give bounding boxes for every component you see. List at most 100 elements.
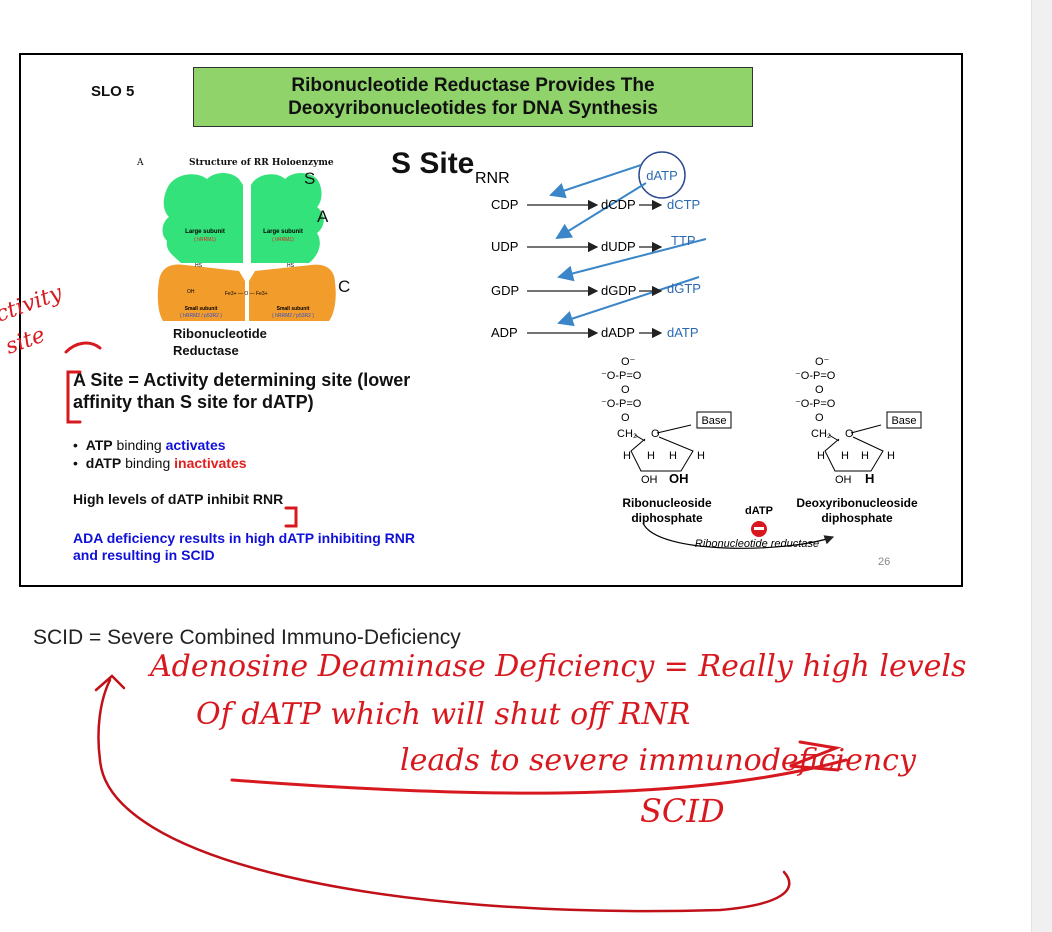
svg-text:OH: OH bbox=[641, 474, 658, 486]
svg-text:OH: OH bbox=[835, 474, 852, 486]
small-subunit-label-left: Small subunit bbox=[185, 306, 218, 312]
ribo-label-2: diphosphate bbox=[631, 511, 703, 525]
deoxy-dgdp: dGDP bbox=[601, 283, 636, 298]
svg-text:O: O bbox=[845, 428, 854, 440]
enzyme-label: Ribonucleotide reductase bbox=[695, 538, 819, 550]
svg-text:H: H bbox=[841, 450, 849, 462]
bullet-datp-bold: dATP bbox=[85, 455, 122, 471]
svg-text:⁻O-P=O: ⁻O-P=O bbox=[795, 398, 836, 410]
ink-annotations: ctivity site Adenosine Deaminase Deficie… bbox=[0, 280, 966, 913]
bullet-atp-text: binding bbox=[112, 437, 166, 453]
pathway-row-2: GDP dGDP dGTP bbox=[491, 281, 701, 298]
regulation-arrow-gdp bbox=[557, 238, 707, 282]
substrate-udp: UDP bbox=[491, 239, 518, 254]
deoxy-dcdp: dCDP bbox=[601, 197, 636, 212]
deoxy-label-1: Deoxyribonucleoside bbox=[796, 496, 918, 510]
bullet-datp-effect: inactivates bbox=[174, 455, 247, 471]
ada-deficiency-statement: ADA deficiency results in high dATP inhi… bbox=[73, 530, 493, 564]
slide-page-number: 26 bbox=[878, 556, 891, 568]
product-ttp: TTP bbox=[671, 233, 696, 248]
caption-line-2: Reductase bbox=[173, 343, 239, 358]
site-label-c: C bbox=[338, 277, 351, 296]
title-line-1: Ribonucleotide Reductase Provides The bbox=[291, 75, 655, 96]
regulation-arrow-adp bbox=[557, 276, 700, 327]
svg-text:O⁻: O⁻ bbox=[621, 356, 636, 368]
figure-letter: A bbox=[137, 158, 144, 168]
bracket-right bbox=[284, 506, 298, 528]
figure-caption: Ribonucleotide Reductase bbox=[173, 325, 267, 359]
deoxy-dadp: dADP bbox=[601, 325, 635, 340]
ribo-label-1: Ribonucleoside bbox=[622, 496, 712, 510]
bracket-left bbox=[66, 370, 82, 424]
bullet-datp-text: binding bbox=[121, 455, 175, 471]
bullet-atp: • ATP binding activates bbox=[73, 437, 226, 453]
base-label-deoxy: Base bbox=[891, 415, 916, 427]
svg-text:H: H bbox=[669, 450, 677, 462]
small-subunit-label-right: Small subunit bbox=[277, 306, 310, 312]
rnr-label: RNR bbox=[475, 170, 510, 187]
pathway-row-0: CDP dCDP dCTP bbox=[491, 197, 700, 212]
bracket-hook bbox=[64, 341, 102, 354]
svg-text:OH: OH bbox=[669, 471, 689, 486]
large-subunit-gene-left: ( hRRM1) bbox=[194, 237, 216, 243]
svg-text:O: O bbox=[815, 412, 824, 424]
svg-text:CH₂: CH₂ bbox=[811, 428, 831, 440]
rr-structure-diagram: Large subunit ( hRRM1) Large subunit ( h… bbox=[157, 173, 336, 321]
note-line-1: Adenosine Deaminase Deficiency = Really … bbox=[147, 649, 966, 684]
scrollbar[interactable] bbox=[1031, 0, 1052, 932]
slide-title: Ribonucleotide Reductase Provides The De… bbox=[193, 67, 753, 127]
svg-text:H: H bbox=[861, 450, 869, 462]
margin-note-2: site bbox=[2, 323, 48, 360]
connector-arrow bbox=[97, 678, 791, 913]
hs-right: HS bbox=[287, 263, 295, 269]
small-subunit-gene-left: ( hRRM2 / p53R2 ) bbox=[180, 313, 222, 319]
substrate-cdp: CDP bbox=[491, 197, 518, 212]
substrate-gdp: GDP bbox=[491, 283, 519, 298]
small-subunit-gene-right: ( hRRM2 / p53R2 ) bbox=[272, 313, 314, 319]
caption-line-1: Ribonucleotide bbox=[173, 326, 267, 341]
datp-inhibitor-label: dATP bbox=[745, 505, 773, 517]
title-line-2: Deoxyribonucleotides for DNA Synthesis bbox=[288, 98, 658, 119]
product-dgtp: dGTP bbox=[667, 281, 701, 296]
note-line-4: SCID bbox=[640, 792, 725, 830]
large-subunit-gene-right: ( hRRM1) bbox=[272, 237, 294, 243]
deoxy-label-2: diphosphate bbox=[821, 511, 893, 525]
oh-group: OH bbox=[187, 289, 195, 295]
svg-text:⁻O-P=O: ⁻O-P=O bbox=[601, 370, 642, 382]
datp-circle bbox=[638, 151, 686, 199]
svg-text:H: H bbox=[817, 450, 825, 462]
large-subunit-label-left: Large subunit bbox=[185, 229, 225, 235]
svg-text:CH₂: CH₂ bbox=[617, 428, 637, 440]
a-site-description: A Site = Activity determining site (lowe… bbox=[73, 369, 453, 413]
ada-line-1: ADA deficiency results in high dATP inhi… bbox=[73, 530, 415, 546]
svg-text:H: H bbox=[887, 450, 895, 462]
bullet-atp-effect: activates bbox=[165, 437, 226, 453]
svg-text:H: H bbox=[865, 471, 874, 486]
svg-text:O⁻: O⁻ bbox=[815, 356, 830, 368]
reaction-arrow bbox=[642, 522, 835, 549]
large-subunit-label-right: Large subunit bbox=[263, 229, 303, 235]
product-dctp: dCTP bbox=[667, 197, 700, 212]
a-site-line-1: A Site = Activity determining site (lowe… bbox=[73, 370, 411, 390]
s-site-heading: S Site bbox=[391, 147, 475, 180]
bullet-atp-bold: ATP bbox=[85, 437, 113, 453]
svg-text:⁻O-P=O: ⁻O-P=O bbox=[601, 398, 642, 410]
slide: SLO 5 Ribonucleotide Reductase Provides … bbox=[19, 53, 963, 587]
note-line-3: leads to severe immunodeficiency bbox=[400, 743, 917, 778]
scid-definition: SCID = Severe Combined Immuno-Deficiency bbox=[33, 626, 461, 649]
effector-bullets: • ATP binding activates • dATP binding i… bbox=[73, 436, 247, 472]
substrate-adp: ADP bbox=[491, 325, 518, 340]
pathway-diagram: RNR dATP CDP dCDP dCTP UDP dUDP TTP GDP … bbox=[475, 151, 707, 340]
a-site-line-2: affinity than S site for dATP) bbox=[73, 392, 314, 412]
iron-center: Fe3+ — O — Fe3+ bbox=[225, 291, 268, 297]
svg-text:H: H bbox=[623, 450, 631, 462]
regulation-arrow-cdp bbox=[549, 164, 642, 199]
slo-label: SLO 5 bbox=[91, 83, 135, 100]
svg-text:⁻O-P=O: ⁻O-P=O bbox=[795, 370, 836, 382]
bullet-datp: • dATP binding inactivates bbox=[73, 455, 247, 471]
site-label-s: S bbox=[304, 169, 316, 188]
underline-scid bbox=[230, 740, 848, 795]
